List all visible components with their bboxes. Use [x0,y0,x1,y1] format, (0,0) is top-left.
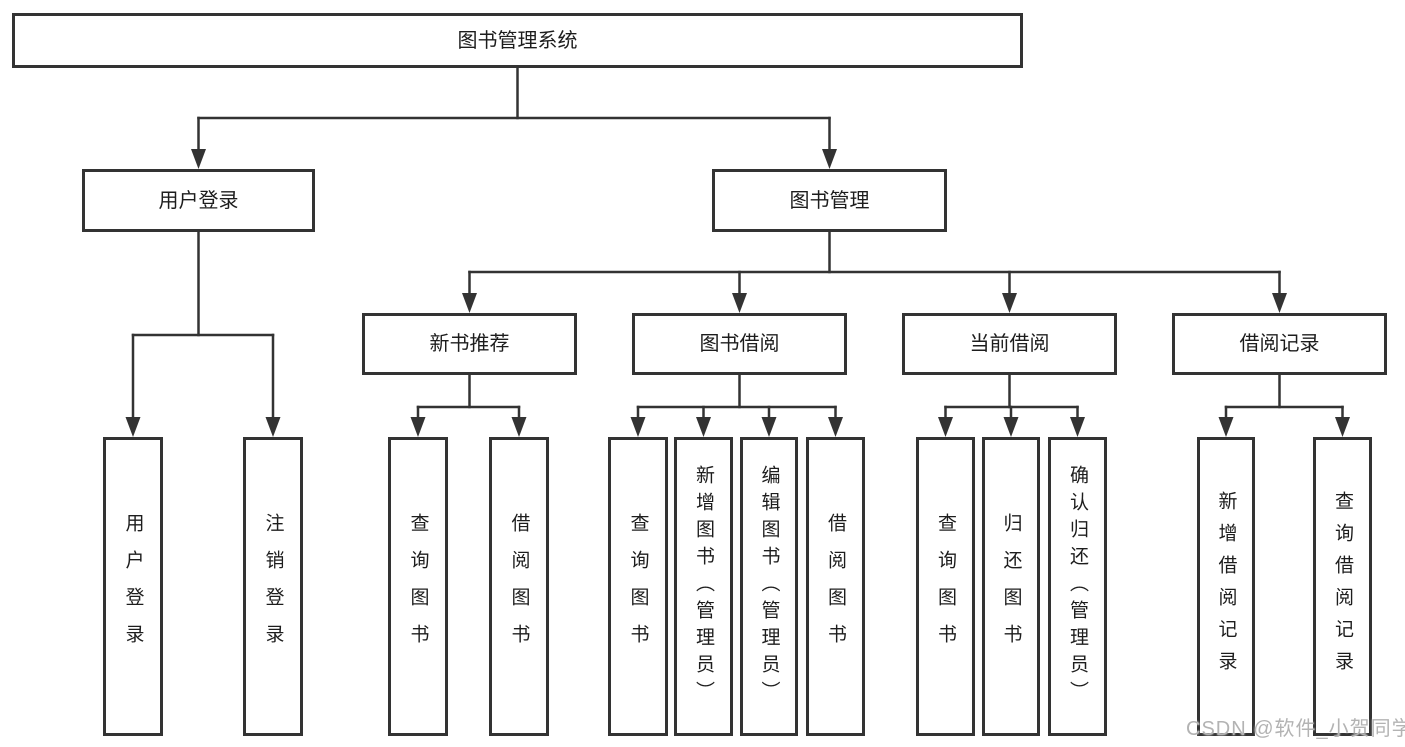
node-label: 查询图书 [935,512,956,661]
node-label: 图书借阅 [699,333,780,355]
node-label: 用户登录 [122,512,144,661]
node-query-books-3: 查询图书 [916,437,975,736]
node-current-borrowing: 当前借阅 [902,313,1117,375]
node-query-books-2: 查询图书 [608,437,668,736]
node-label: 新增图书（管理员） [693,465,714,708]
node-label: 新书推荐 [429,333,510,355]
watermark-text: CSDN @软件_小贺同学 [1186,718,1405,740]
node-label: 新增借阅记录 [1215,490,1237,683]
node-borrow-books-2: 借阅图书 [806,437,865,736]
node-label: 注销登录 [262,512,284,661]
node-book-borrowing: 图书借阅 [632,313,847,375]
node-label: 归还图书 [1000,512,1022,661]
node-label: 查询图书 [627,512,649,661]
node-label: 确认归还（管理员） [1067,465,1088,708]
node-label: 当前借阅 [969,333,1050,355]
node-edit-book-admin: 编辑图书（管理员） [740,437,798,736]
node-borrowing-records: 借阅记录 [1172,313,1387,375]
node-confirm-return-admin: 确认归还（管理员） [1048,437,1107,736]
node-label: 图书管理 [789,189,870,212]
node-label: 借阅记录 [1239,333,1320,355]
node-borrow-books-1: 借阅图书 [489,437,549,736]
node-book-management: 图书管理 [712,169,947,232]
node-label: 查询图书 [407,512,429,661]
node-logout-leaf: 注销登录 [243,437,303,736]
node-label: 图书管理系统 [457,29,578,52]
node-system: 图书管理系统 [12,13,1023,68]
node-new-book-recommend: 新书推荐 [362,313,577,375]
node-label: 查询借阅记录 [1332,490,1353,683]
node-user-login: 用户登录 [82,169,315,232]
node-query-borrow-record: 查询借阅记录 [1313,437,1372,736]
node-return-books: 归还图书 [982,437,1040,736]
node-label: 借阅图书 [508,512,530,661]
node-label: 用户登录 [158,189,239,212]
node-add-book-admin: 新增图书（管理员） [674,437,733,736]
node-label: 借阅图书 [825,512,846,661]
node-add-borrow-record: 新增借阅记录 [1197,437,1255,736]
node-query-books-1: 查询图书 [388,437,448,736]
node-label: 编辑图书（管理员） [758,465,780,708]
node-user-login-leaf: 用户登录 [103,437,163,736]
